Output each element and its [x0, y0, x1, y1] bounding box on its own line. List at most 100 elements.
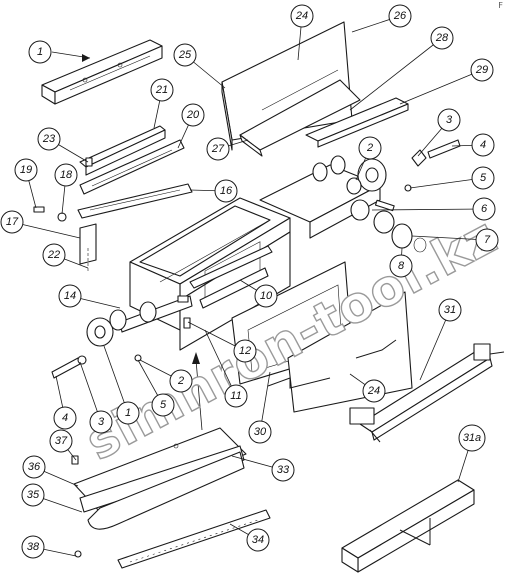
callout-20: 20: [177, 103, 205, 149]
callout-circle: [37, 127, 61, 151]
callout-leader: [409, 177, 484, 189]
callout-7: 7: [411, 228, 499, 252]
callout-circle: [224, 384, 248, 408]
fasteners-3-4-5-left: [51, 354, 142, 379]
callout-29: 29: [399, 58, 494, 105]
callout-25: 25: [173, 43, 226, 89]
callout-leader: [411, 235, 488, 241]
callout-label: 18: [60, 169, 73, 181]
callout-4: 4: [451, 133, 495, 157]
part-plate-20: [79, 139, 185, 195]
callout-label: 31: [444, 304, 456, 316]
callout-circle: [430, 26, 454, 50]
fasteners-35-36-37-38: [71, 455, 82, 558]
callout-circle: [14, 158, 38, 182]
part-tube-31: [349, 343, 505, 443]
callout-27: 27: [206, 137, 249, 161]
callout-label: 7: [484, 234, 491, 246]
part-gears-7-8: [373, 199, 427, 253]
callout-31a: 31a: [457, 424, 486, 483]
callout-circle: [437, 108, 461, 132]
callout-19: 19: [14, 158, 38, 209]
callout-leader: [371, 208, 485, 211]
callout-label: 30: [254, 426, 267, 438]
part-plate-16: [77, 183, 193, 219]
part-gear-6: [346, 177, 370, 221]
callout-label: 26: [393, 10, 407, 22]
callout-circle: [150, 78, 174, 102]
part-strip-34: [117, 509, 271, 569]
part-bearing-1-left: [86, 309, 127, 347]
callout-circle: [362, 379, 386, 403]
callout-label: 8: [398, 260, 405, 272]
callout-label: 11: [230, 390, 241, 402]
callout-21: 21: [150, 78, 174, 129]
callout-label: 27: [211, 143, 225, 155]
callout-circle: [471, 133, 495, 157]
callout-4: 4: [53, 375, 77, 430]
callout-circle: [475, 228, 499, 252]
svg-text:1: 1: [37, 46, 43, 58]
callout-18: 18: [54, 163, 78, 215]
callout-circle: [388, 4, 412, 28]
callout-label: 28: [435, 32, 449, 44]
callout-label: 12: [239, 345, 251, 357]
part-bar-21: [79, 125, 166, 176]
callout-6: 6: [371, 197, 496, 221]
callout-circle: [42, 243, 66, 267]
callout-17: 17: [0, 210, 81, 239]
callout-1: 1: [103, 345, 140, 425]
callout-label: 5: [480, 172, 487, 184]
callout-circle: [248, 420, 272, 444]
callout-leader: [204, 329, 237, 397]
callout-label: 3: [98, 416, 105, 428]
callout-12: 12: [187, 321, 257, 363]
callout-circle: [271, 458, 295, 482]
callout-label: 34: [252, 534, 264, 546]
callout-leader: [349, 37, 443, 111]
callout-36: 36: [22, 455, 79, 487]
part-angle-27: [239, 69, 361, 157]
callout-23: 23: [37, 127, 89, 163]
callout-label: 24: [367, 385, 380, 397]
callout-15: 1: [28, 40, 91, 64]
callout-circle: [49, 429, 73, 453]
callout-label: 5: [160, 399, 167, 411]
callout-leader: [419, 309, 451, 381]
callout-circle: [472, 197, 496, 221]
callout-circle: [389, 254, 413, 278]
callout-circle: [471, 166, 495, 190]
callout-circle: [89, 410, 113, 434]
callout-label: 17: [6, 216, 19, 228]
callout-34: 34: [229, 523, 270, 552]
callout-24: 24: [349, 373, 386, 403]
callout-circle: [214, 179, 238, 203]
callout-label: 6: [481, 203, 488, 215]
part-rail-15: [41, 39, 163, 105]
callout-label: 4: [480, 139, 486, 151]
fasteners-left: [33, 157, 97, 272]
callout-label: 2: [177, 375, 184, 387]
callout-5: 5: [409, 166, 495, 190]
part-tube-31a: [341, 479, 475, 573]
callout-8: 8: [389, 247, 413, 278]
callout-label: 21: [155, 84, 168, 96]
callout-22: 22: [42, 243, 89, 269]
callout-label: 4: [62, 412, 68, 424]
callout-28: 28: [349, 26, 454, 111]
callout-leader: [11, 221, 81, 239]
callout-31: 31: [419, 298, 462, 381]
callout-label: 25: [178, 49, 192, 61]
assembly-arrow: [192, 352, 203, 431]
callout-circle: [58, 284, 82, 308]
callout-label: 37: [55, 435, 68, 447]
callout-label: 14: [64, 290, 76, 302]
callout-30: 30: [248, 371, 272, 444]
callout-circle: [116, 401, 140, 425]
callout-circle: [169, 369, 193, 393]
callout-circle: [206, 137, 230, 161]
callout-layer: 1 23456781011121416171819202122232425262…: [0, 4, 499, 559]
callout-label: 19: [20, 164, 32, 176]
